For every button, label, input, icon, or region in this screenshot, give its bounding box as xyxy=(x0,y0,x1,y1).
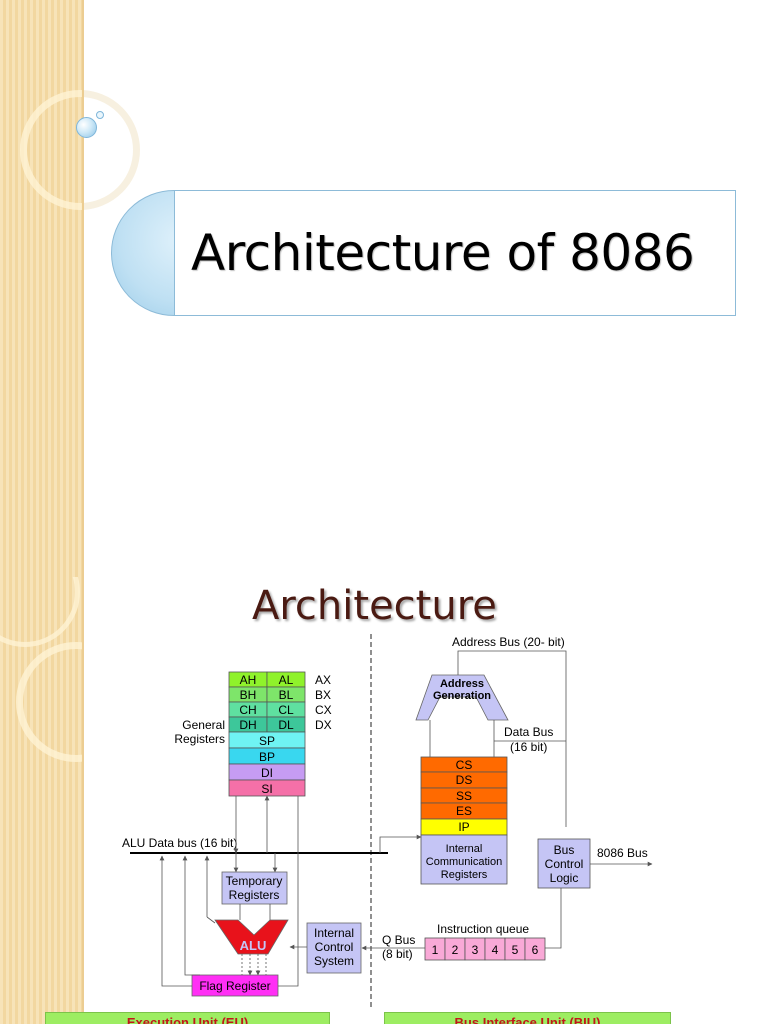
queue-cell xyxy=(524,937,546,961)
svg-text:Internal: Internal xyxy=(314,926,354,940)
decorative-side-strip xyxy=(0,577,84,1024)
register-row-bx: BH BL BX xyxy=(228,686,331,703)
svg-text:Registers: Registers xyxy=(229,888,280,902)
queue-cell-label: 6 xyxy=(532,943,539,957)
svg-text:System: System xyxy=(314,954,354,968)
register-ah: AH xyxy=(240,673,257,687)
svg-text:Registers: Registers xyxy=(441,869,488,881)
svg-text:SP: SP xyxy=(259,734,275,748)
alu-shape xyxy=(214,919,289,955)
alu-label: ALU xyxy=(240,938,267,953)
register-row-dx: DH DL DX xyxy=(228,716,332,733)
queue-cell-label: 2 xyxy=(452,943,459,957)
internal-communication-registers-box: Internal Communication Registers xyxy=(420,834,508,885)
svg-text:SI: SI xyxy=(261,782,272,796)
bus-interface-unit-label: Bus Interface Unit (BIU) xyxy=(384,1012,671,1024)
alu-data-bus-label: ALU Data bus (16 bit) xyxy=(122,836,237,850)
general-registers-label-2: Registers xyxy=(174,732,225,746)
bus-control-logic-box: Bus Control Logic xyxy=(537,838,591,889)
architecture-slide: Architecture AH AL AX BH BL BX xyxy=(0,577,768,1024)
svg-text:CS: CS xyxy=(456,758,473,772)
register-ip: IP xyxy=(420,818,508,836)
register-al: AL xyxy=(279,673,294,687)
register-dx: DX xyxy=(315,718,332,732)
svg-text:DS: DS xyxy=(456,773,473,787)
address-generation-label-2: Generation xyxy=(433,690,491,702)
register-es: ES xyxy=(420,802,508,820)
data-bus-width: (16 bit) xyxy=(510,740,547,754)
register-dh: DH xyxy=(239,718,256,732)
internal-control-system-box: Internal Control System xyxy=(306,922,362,974)
segment-register-stack: CS DS SS ES IP Internal Communication xyxy=(420,756,508,885)
register-si: SI xyxy=(228,779,306,797)
instruction-queue-label: Instruction queue xyxy=(437,922,529,936)
svg-text:IP: IP xyxy=(458,820,469,834)
bus-8086-label: 8086 Bus xyxy=(597,846,648,860)
register-cl: CL xyxy=(278,703,294,717)
register-row-cx: CH CL CX xyxy=(228,701,332,718)
register-cx: CX xyxy=(315,703,332,717)
title-slide: Architecture of 8086 xyxy=(0,0,736,577)
flag-register-box: Flag Register xyxy=(191,974,279,997)
svg-text:ES: ES xyxy=(456,804,472,818)
register-row-ax: AH AL AX xyxy=(228,671,331,688)
title-banner-box: Architecture of 8086 xyxy=(174,190,736,316)
decorative-side-strip xyxy=(0,0,84,577)
address-generation-label-1: Address xyxy=(440,678,484,690)
register-ss: SS xyxy=(420,787,508,804)
general-register-stack: AH AL AX BH BL BX CH CL CX DH xyxy=(228,671,332,797)
slide-title: Architecture of 8086 xyxy=(191,224,695,282)
register-ds: DS xyxy=(420,771,508,789)
register-dl: DL xyxy=(278,718,294,732)
decorative-bubble-small xyxy=(96,111,104,119)
svg-text:Control: Control xyxy=(315,940,354,954)
register-sp: SP xyxy=(228,731,306,749)
svg-text:Internal: Internal xyxy=(446,843,483,855)
svg-text:Bus: Bus xyxy=(554,843,575,857)
register-ax: AX xyxy=(315,673,331,687)
svg-text:Flag Register: Flag Register xyxy=(199,979,270,993)
svg-text:Communication: Communication xyxy=(426,856,502,868)
register-bh: BH xyxy=(240,688,257,702)
register-bx: BX xyxy=(315,688,331,702)
q-bus-label: Q Bus xyxy=(382,933,415,947)
register-cs: CS xyxy=(420,756,508,773)
svg-text:DI: DI xyxy=(261,766,273,780)
address-generation-shape xyxy=(415,674,509,721)
register-ch: CH xyxy=(239,703,256,717)
execution-unit-label: Execution Unit (EU) xyxy=(45,1012,330,1024)
instruction-queue: 1 2 3 4 5 6 xyxy=(424,937,546,961)
data-bus-label: Data Bus xyxy=(504,725,553,739)
architecture-diagram: AH AL AX BH BL BX CH CL CX DH xyxy=(122,634,653,1007)
svg-text:SS: SS xyxy=(456,789,472,803)
queue-cell-label: 4 xyxy=(492,943,499,957)
title-banner: Architecture of 8086 xyxy=(111,190,736,316)
q-bus-width: (8 bit) xyxy=(382,947,413,961)
register-di: DI xyxy=(228,763,306,781)
svg-text:Logic: Logic xyxy=(550,871,579,885)
temporary-registers-box: Temporary Registers xyxy=(221,871,288,905)
general-registers-label-1: General xyxy=(182,718,225,732)
decorative-bubble xyxy=(76,117,97,138)
svg-text:Temporary: Temporary xyxy=(226,874,283,888)
queue-cell-label: 1 xyxy=(432,943,439,957)
svg-text:Control: Control xyxy=(545,857,584,871)
architecture-title: Architecture xyxy=(252,583,497,629)
address-bus-label: Address Bus (20- bit) xyxy=(452,635,565,649)
queue-cell-label: 5 xyxy=(512,943,519,957)
decorative-ring xyxy=(20,90,84,210)
svg-text:BP: BP xyxy=(259,750,275,764)
queue-cell-label: 3 xyxy=(472,943,479,957)
register-bl: BL xyxy=(279,688,294,702)
register-bp: BP xyxy=(228,747,306,765)
